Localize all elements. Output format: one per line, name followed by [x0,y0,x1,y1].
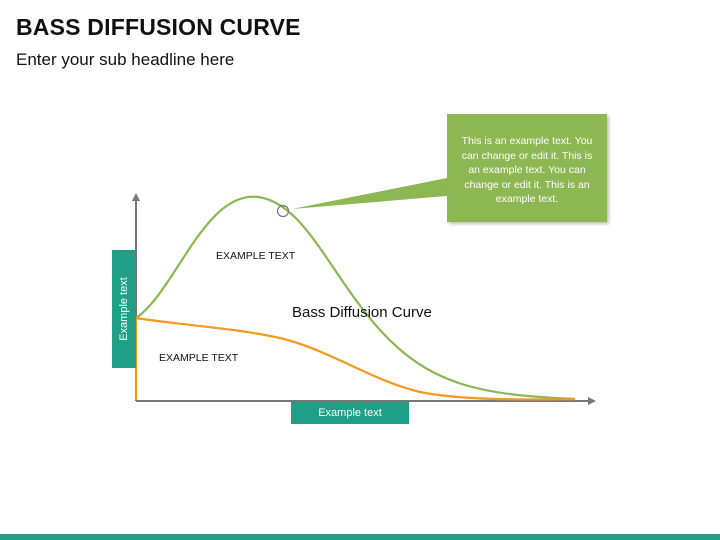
green-curve-label: EXAMPLE TEXT [216,250,296,262]
x-axis-label: Example text [291,402,409,424]
green-adoption-curve [135,195,576,401]
diagram-title: Bass Diffusion Curve [292,304,432,321]
slide-subtitle: Enter your sub headline here [16,50,235,69]
orange-innovation-curve [134,316,576,401]
y-axis-label-box [112,250,136,368]
slide-title: BASS DIFFUSION CURVE [16,14,301,40]
orange-curve-label: EXAMPLE TEXT [159,352,239,364]
bottom-accent-bar [0,534,720,540]
curve-point-marker [276,204,290,218]
y-axis-label: Example text [118,277,130,341]
callout-pointer [292,178,447,209]
callout-box: This is an example text. You can change … [447,114,607,222]
